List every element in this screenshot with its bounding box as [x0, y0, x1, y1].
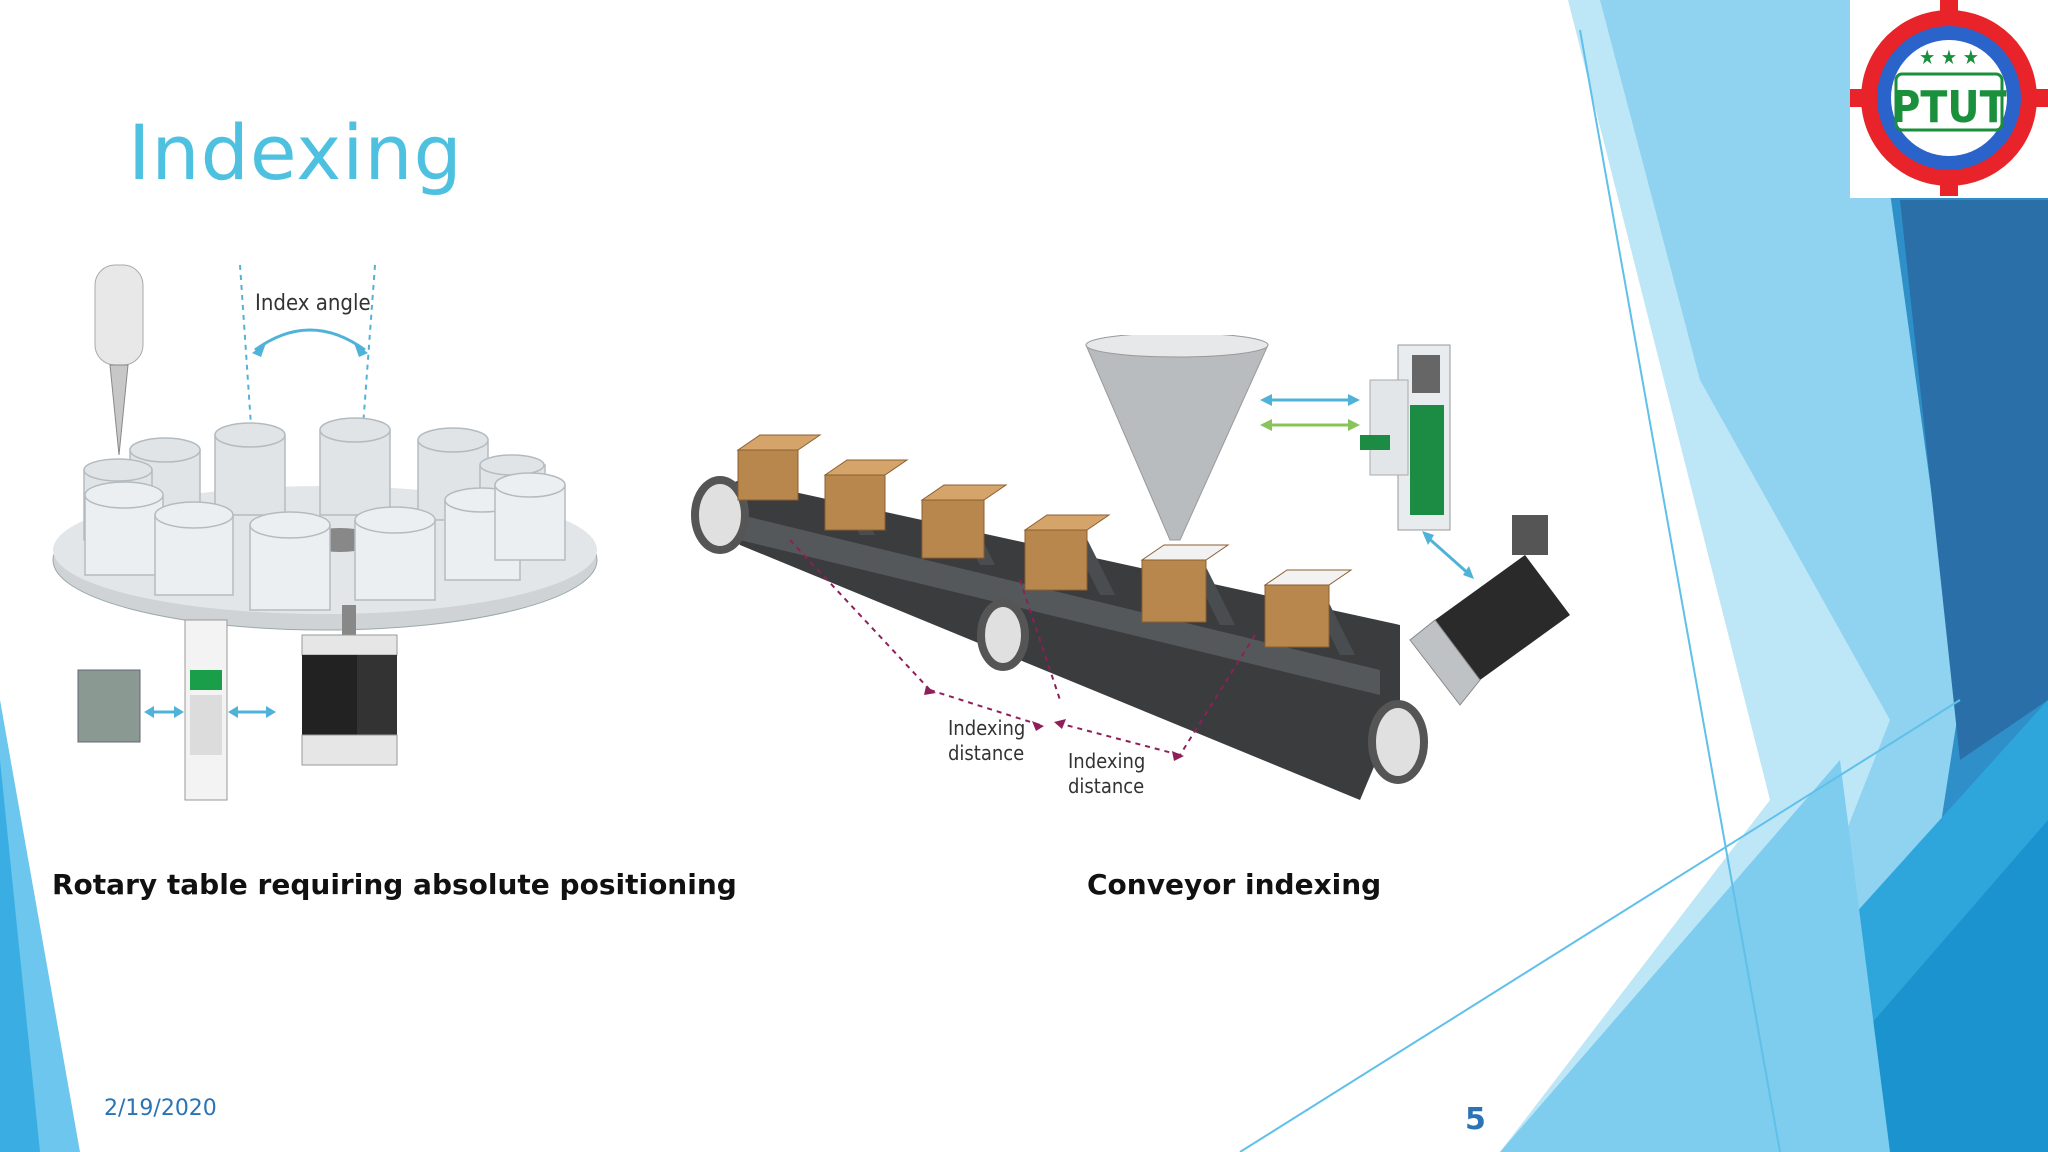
slide-date: 2/19/2020	[104, 1096, 217, 1121]
index-angle-label: Index angle	[255, 291, 371, 316]
logo-gear-icon: ★ ★ ★ PTUT	[1850, 0, 2048, 196]
svg-text:★ ★ ★: ★ ★ ★	[1919, 45, 1979, 69]
slide-title: Indexing	[128, 108, 463, 197]
indexing-distance-2-line2: distance	[1068, 774, 1144, 798]
indexing-distance-2-line1: Indexing	[1068, 749, 1145, 773]
conveyor-figure: Indexing distance Indexing distance	[691, 335, 1570, 800]
university-logo: ★ ★ ★ PTUT	[1850, 0, 2048, 198]
page-number: 5	[1465, 1102, 1486, 1137]
logo-text: PTUT	[1891, 82, 2006, 133]
indexing-distance-1-line1: Indexing	[948, 716, 1025, 740]
rotary-table-figure: Index angle	[52, 264, 598, 801]
conveyor-caption: Conveyor indexing	[1087, 868, 1382, 901]
indexing-distance-1-line2: distance	[948, 741, 1024, 765]
rotary-caption: Rotary table requiring absolute position…	[52, 868, 737, 901]
